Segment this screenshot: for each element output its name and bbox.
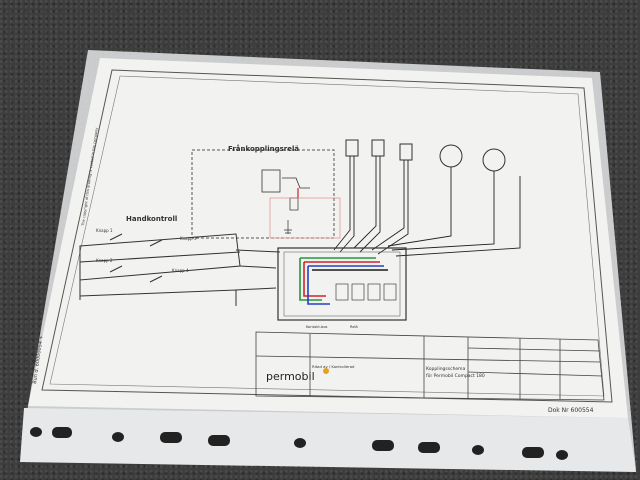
relay-blocks bbox=[335, 283, 397, 301]
colored-wires bbox=[299, 257, 388, 305]
relay-coil bbox=[261, 169, 281, 193]
wire-bundle bbox=[333, 156, 521, 257]
hand-control-wiring bbox=[79, 233, 281, 306]
button-2-label: Knapp 2 bbox=[96, 258, 113, 263]
permobil-logo: permobil bbox=[266, 370, 315, 383]
sleeve-strip bbox=[20, 408, 636, 472]
logo-dot bbox=[323, 368, 329, 374]
document-number: Dok Nr 600554 bbox=[548, 407, 594, 414]
relay-label: Relä bbox=[350, 325, 358, 329]
title-line-1: Kopplingsschema bbox=[426, 366, 466, 372]
drawing-frame bbox=[41, 69, 613, 403]
button-3-label: Knapp 3 bbox=[180, 236, 197, 241]
side-text: Ritad av / Kontrollerad bbox=[312, 364, 355, 369]
title-block bbox=[255, 331, 605, 401]
box-label: Kontakt-box bbox=[306, 325, 328, 329]
relay-box-title: Frånkopplingsrelä bbox=[228, 144, 299, 153]
title-line-2: för Permobil Compact 180 bbox=[426, 373, 485, 379]
connection-box bbox=[277, 247, 407, 321]
hand-control-title: Handkontroll bbox=[126, 215, 177, 223]
relay-box-outline bbox=[191, 149, 335, 239]
button-1-label: Knapp 1 bbox=[96, 228, 113, 233]
button-4-label: Knapp 4 bbox=[172, 268, 189, 273]
punch-holes bbox=[30, 427, 568, 460]
